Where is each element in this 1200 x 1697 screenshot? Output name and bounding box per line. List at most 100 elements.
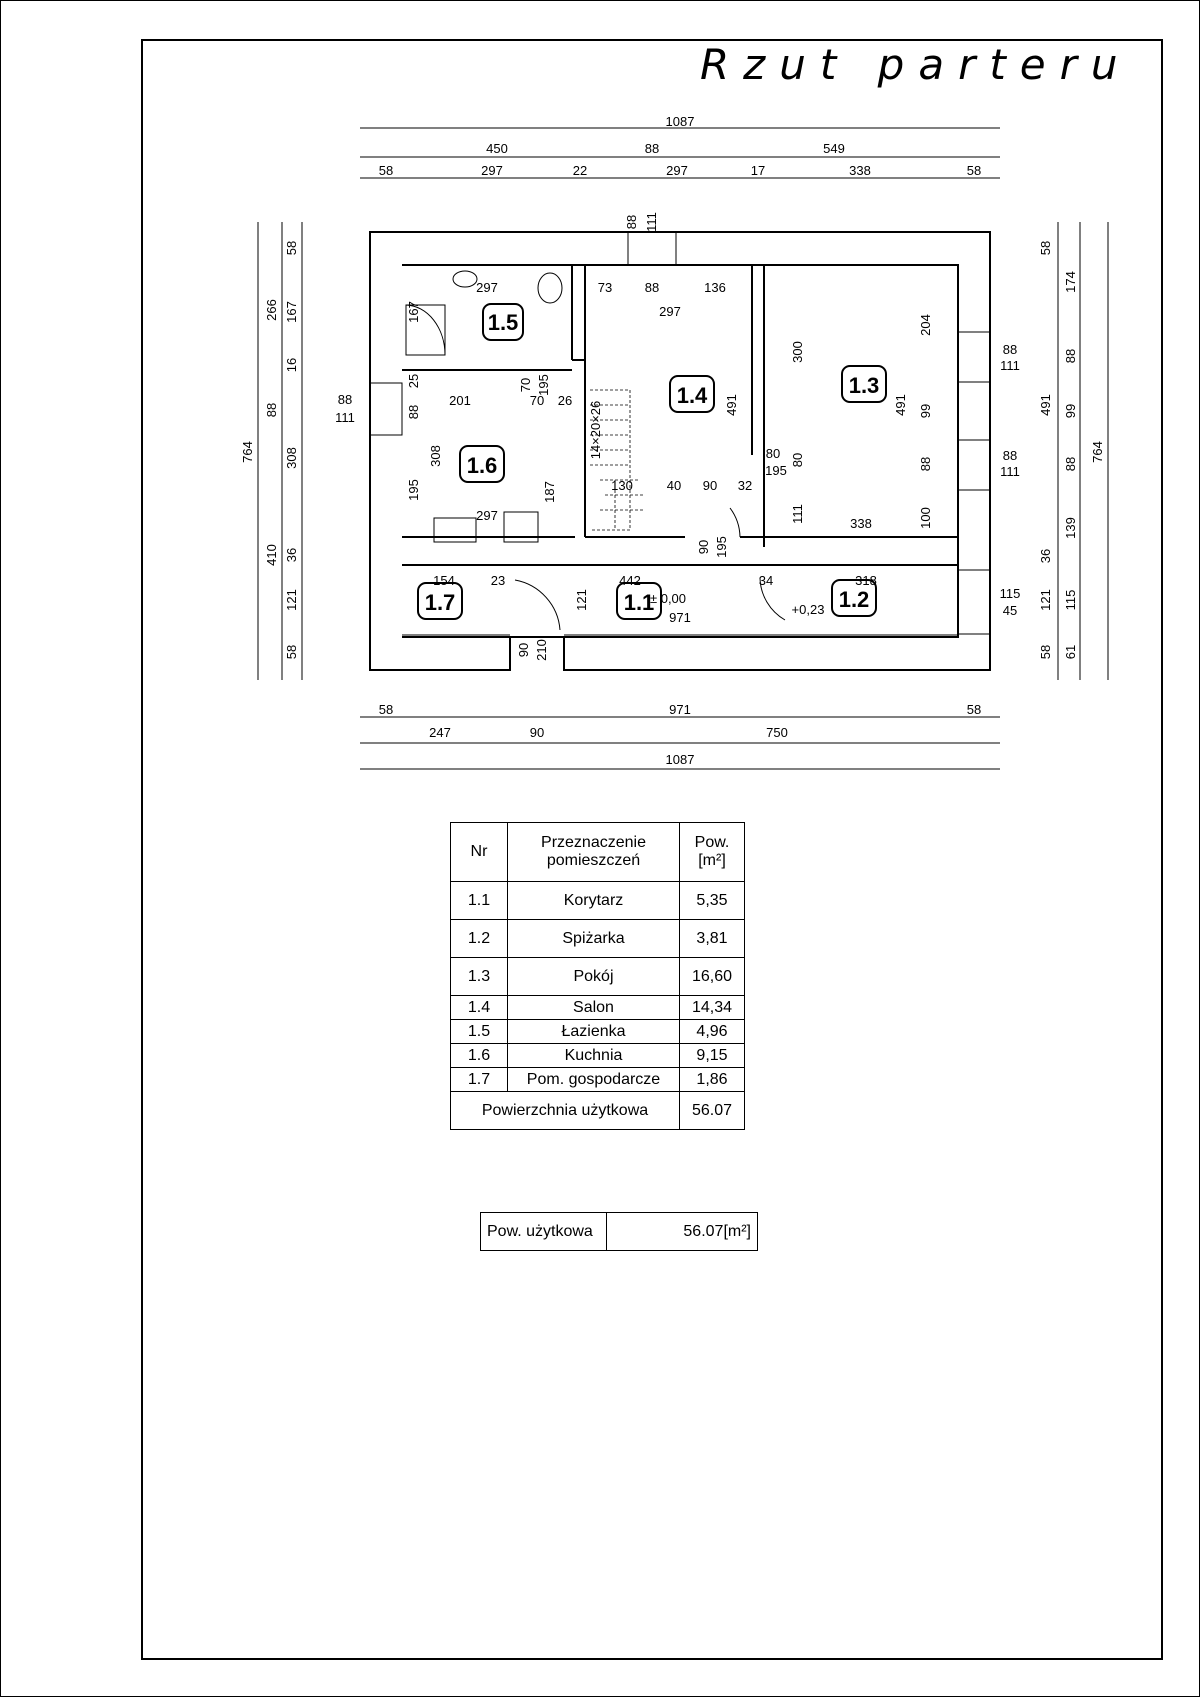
dim-lines-horizontal <box>360 127 1000 770</box>
dim-label: 750 <box>766 725 788 740</box>
room-label-1.1: 1.1 <box>624 590 655 615</box>
dim-label: 154 <box>433 573 455 588</box>
dim-label: 442 <box>619 573 641 588</box>
summary-value: 56.07[m²] <box>606 1212 758 1251</box>
dim-label: 111 <box>1000 358 1020 373</box>
dim-label: 88 <box>645 280 659 295</box>
dim-label: 99 <box>1063 404 1078 418</box>
dim-label: 88 <box>338 392 352 407</box>
window-right-3 <box>957 569 991 635</box>
dim-label: 491 <box>724 394 739 416</box>
dim-label: 308 <box>284 447 299 469</box>
window-right-1 <box>957 331 991 383</box>
dim-label: 450 <box>486 141 508 156</box>
room-nr: 1.2 <box>450 919 508 958</box>
dim-label: 971 <box>669 702 691 717</box>
room-nr: 1.6 <box>450 1043 508 1068</box>
header-nr: Nr <box>450 822 508 882</box>
total-value: 56.07 <box>679 1091 745 1130</box>
dim-label: 32 <box>738 478 752 493</box>
dim-label: 491 <box>893 394 908 416</box>
dim-label: 111 <box>790 504 805 524</box>
dim-label: 88 <box>264 403 279 417</box>
room-label-1.4: 1.4 <box>677 383 708 408</box>
dim-label: 971 <box>669 610 691 625</box>
room-nr: 1.5 <box>450 1019 508 1044</box>
dim-label: 174 <box>1063 271 1078 293</box>
dim-label: 90 <box>703 478 717 493</box>
header-area: Pow.[m²] <box>679 822 745 882</box>
dim-label: 36 <box>284 548 299 562</box>
dim-label: 300 <box>790 341 805 363</box>
room-nr: 1.4 <box>450 995 508 1020</box>
dim-label: 115 <box>1000 586 1021 601</box>
dim-label: 247 <box>429 725 451 740</box>
dim-label: 266 <box>264 299 279 321</box>
dim-label: 195 <box>406 479 421 501</box>
dim-label: 410 <box>264 544 279 566</box>
room-label-1.3: 1.3 <box>849 373 880 398</box>
room-area: 9,15 <box>679 1043 745 1068</box>
room-area: 4,96 <box>679 1019 745 1044</box>
dim-label: 88 <box>645 141 659 156</box>
dim-label: 167 <box>406 301 421 323</box>
room-area: 3,81 <box>679 919 745 958</box>
dim-label: 26 <box>558 393 572 408</box>
stairs <box>590 389 645 531</box>
room-name: Salon <box>507 995 680 1020</box>
level-mark-1: ± 0,00 <box>650 591 686 606</box>
toilet <box>537 272 563 304</box>
dim-label: 58 <box>284 241 299 255</box>
room-nr: 1.1 <box>450 881 508 920</box>
dim-label: 764 <box>1090 441 1105 463</box>
window-right-2 <box>957 439 991 491</box>
dim-label: 70 <box>530 393 544 408</box>
dim-label: 73 <box>598 280 612 295</box>
dim-label: 318 <box>855 573 877 588</box>
room-label-1.2: 1.2 <box>839 587 870 612</box>
dim-label: 491 <box>1038 394 1053 416</box>
dim-label: 36 <box>1038 549 1053 563</box>
total-label: Powierzchnia użytkowa <box>450 1091 680 1130</box>
dim-label: 297 <box>666 163 688 178</box>
room-area: 16,60 <box>679 957 745 996</box>
dim-label: 99 <box>918 404 933 418</box>
dim-label: 34 <box>759 573 773 588</box>
dim-label: 338 <box>850 516 872 531</box>
dim-label: 88 <box>406 405 421 419</box>
dim-label: 121 <box>574 589 589 611</box>
dim-label: 297 <box>476 508 498 523</box>
dim-label: 88 <box>624 215 639 229</box>
dim-label: 80 <box>766 446 780 461</box>
summary-table: Pow. użytkowa 56.07[m²] <box>480 1212 758 1251</box>
dim-label: 88 <box>1063 457 1078 471</box>
window-left <box>369 382 403 436</box>
stairs-label: 14×20×26 <box>588 401 603 460</box>
dim-label: 58 <box>1038 645 1053 659</box>
dim-label: 297 <box>659 304 681 319</box>
dim-label: 308 <box>428 445 443 467</box>
dim-label: 16 <box>284 358 299 372</box>
dim-label: 210 <box>534 639 549 661</box>
dim-label: 80 <box>790 453 805 467</box>
dim-label: 61 <box>1063 645 1078 659</box>
dim-label: 121 <box>284 589 299 611</box>
dim-label: 136 <box>704 280 726 295</box>
dim-label: 88 <box>918 457 933 471</box>
dim-label: 45 <box>1003 603 1017 618</box>
dim-label: 195 <box>714 536 729 558</box>
dim-label: 204 <box>918 314 933 336</box>
sink <box>433 517 477 543</box>
washbasin <box>452 270 478 288</box>
room-area: 5,35 <box>679 881 745 920</box>
room-name: Spiżarka <box>507 919 680 958</box>
room-area: 1,86 <box>679 1067 745 1092</box>
dim-label: 297 <box>481 163 503 178</box>
dim-label: 111 <box>644 212 659 232</box>
dim-label: 70 <box>518 378 533 392</box>
dim-label: 90 <box>516 643 531 657</box>
dim-label: 549 <box>823 141 845 156</box>
